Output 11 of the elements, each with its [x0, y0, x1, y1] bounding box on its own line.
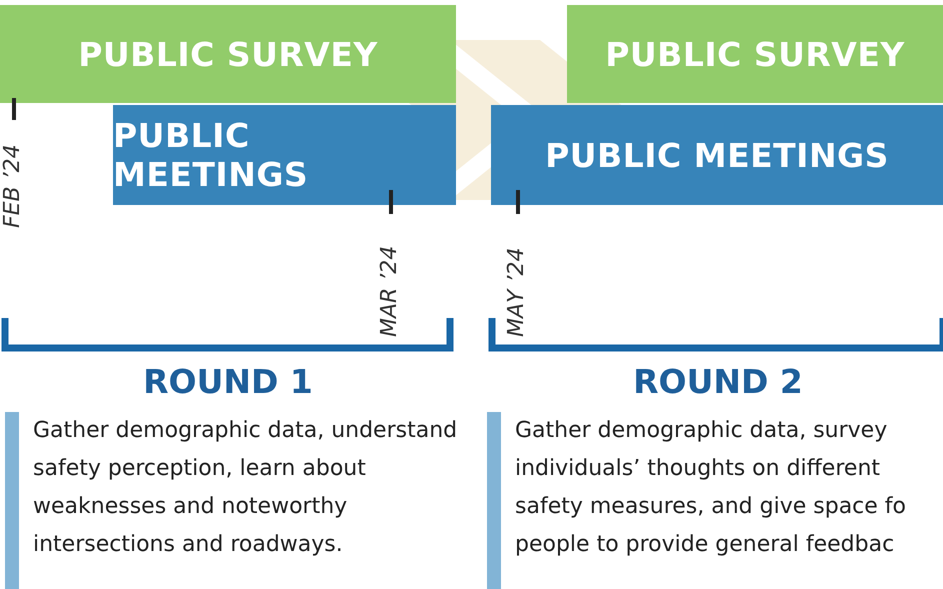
round-heading: ROUND 2 — [632, 362, 804, 401]
survey-bar: PUBLIC SURVEY — [567, 5, 943, 103]
meetings-bar: PUBLIC MEETINGS — [113, 105, 456, 205]
meetings-bar: PUBLIC MEETINGS — [491, 105, 943, 205]
survey-bar: PUBLIC SURVEY — [0, 5, 456, 103]
round-description: Gather demographic data, understand safety perception, learn about weaknesses and noteworthy intersections and roadways. — [5, 412, 480, 589]
date-label: MAY ’24 — [504, 248, 529, 337]
round-heading: ROUND 1 — [142, 362, 314, 401]
date-label: MAR ’24 — [377, 246, 402, 337]
round-description: Gather demographic data, survey individuals’ thoughts on different safety measures, and give space fo people to provide general feedbac — [487, 412, 943, 589]
date-label: FEB ’24 — [0, 144, 25, 228]
